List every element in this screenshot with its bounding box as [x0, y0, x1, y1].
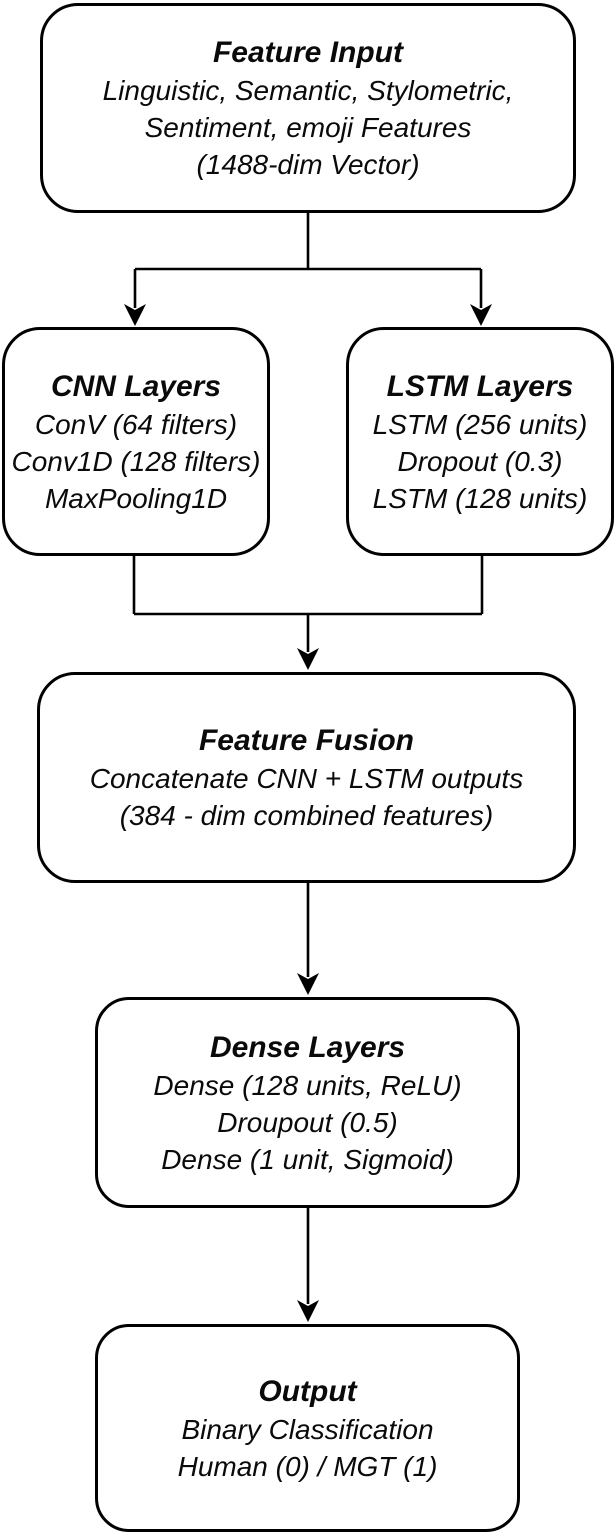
node-text-line: ConV (64 filters): [34, 408, 238, 440]
node-text-line: Conv1D (128 filters): [11, 445, 261, 477]
node-title: Dense Layers: [209, 1030, 406, 1064]
node-dense-layers: Dense Layers Dense (128 units, ReLU) Dro…: [95, 997, 520, 1208]
node-title: Feature Input: [212, 36, 403, 69]
arrowhead-down-icon: [297, 648, 319, 670]
node-text-line: Linguistic, Semantic, Stylometric,: [102, 75, 514, 106]
node-text-line: Sentiment, emoji Features: [144, 112, 472, 143]
arrowhead-down-icon: [297, 973, 319, 995]
node-title: LSTM Layers: [386, 369, 574, 403]
node-text-line: Concatenate CNN + LSTM outputs: [89, 763, 524, 794]
node-text-line: (1488-dim Vector): [196, 149, 420, 180]
arrowhead-down-icon: [124, 304, 146, 326]
node-text-line: MaxPooling1D: [44, 482, 228, 514]
node-text-line: Dense (128 units, ReLU): [153, 1069, 462, 1101]
node-text-line: LSTM (256 units): [372, 408, 588, 440]
node-text-line: Binary Classification: [181, 1413, 434, 1445]
arrowhead-down-icon: [470, 304, 492, 326]
node-output: Output Binary Classification Human (0) /…: [95, 1324, 520, 1532]
node-text-line: Dense (1 unit, Sigmoid): [161, 1143, 454, 1175]
node-title: Feature Fusion: [198, 724, 415, 757]
node-text-line: LSTM (128 units): [372, 482, 588, 514]
node-title: CNN Layers: [50, 369, 222, 403]
node-feature-input: Feature Input Linguistic, Semantic, Styl…: [40, 3, 576, 213]
node-title: Output: [258, 1374, 357, 1408]
node-feature-fusion: Feature Fusion Concatenate CNN + LSTM ou…: [37, 672, 576, 883]
node-text-line: (384 - dim combined features): [119, 800, 494, 831]
node-text-line: Human (0) / MGT (1): [177, 1450, 438, 1482]
node-cnn-layers: CNN Layers ConV (64 filters) Conv1D (128…: [2, 327, 270, 556]
node-text-line: Droupout (0.5): [217, 1106, 398, 1138]
node-text-line: Dropout (0.3): [397, 445, 563, 477]
node-lstm-layers: LSTM Layers LSTM (256 units) Dropout (0.…: [346, 327, 614, 556]
arrowhead-down-icon: [297, 1300, 319, 1322]
